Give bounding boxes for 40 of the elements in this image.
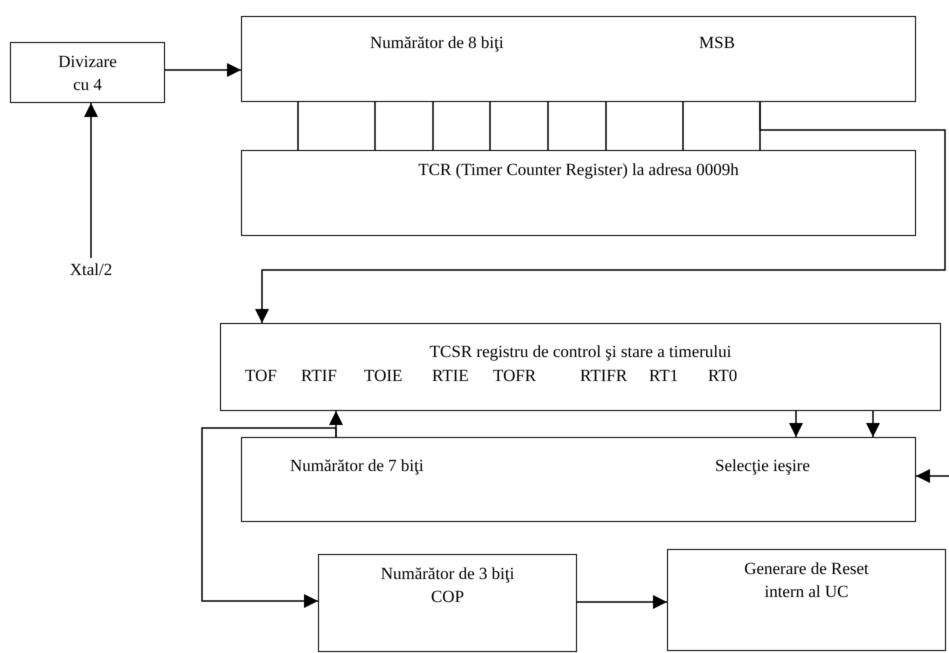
connector-line [605,102,607,150]
box-text: Generare de Reset intern al UC [743,558,870,603]
connector-line [682,102,684,150]
register-box [241,150,916,236]
arrow [255,102,946,323]
arrow [866,411,880,437]
box-text: Numărător de 3 biţi COP [380,563,516,608]
connector-line [297,102,299,150]
box-text: RTIF [301,366,337,386]
box-text: Numărător de 8 biţi [370,33,504,53]
counter-box [241,437,916,522]
box-text: Numărător de 7 biţi [290,456,424,476]
arrow [789,411,803,437]
arrow [916,469,949,483]
arrow [165,63,241,77]
box-text: RTIFR [580,366,628,386]
connector-line [432,102,434,150]
box-text: MSB [699,33,735,53]
arrow [84,103,98,258]
process-box [667,549,946,651]
input-label-text: Xtal/2 [70,259,112,281]
register-box [220,323,941,411]
box-text: Divizare cu 4 [57,51,118,96]
box-text: RT1 [649,366,678,386]
box-text: TOIE [364,366,402,386]
connector-line [374,102,376,150]
box-text: Selecţie ieşire [715,456,810,476]
box-text: TOF [245,366,277,386]
connector-line [547,102,549,150]
process-box [10,42,165,103]
arrow [201,427,337,608]
box-text: RTIE [432,366,469,386]
box-text: RT0 [708,366,738,386]
box-text: TCSR registru de control şi stare a timerului [430,342,732,362]
box-text: TCR (Timer Counter Register) la adresa 0009h [418,159,739,181]
box-text: TOFR [493,366,536,386]
arrow [577,595,667,609]
connector-line [489,102,491,150]
process-box [318,554,577,652]
counter-box [241,16,916,102]
